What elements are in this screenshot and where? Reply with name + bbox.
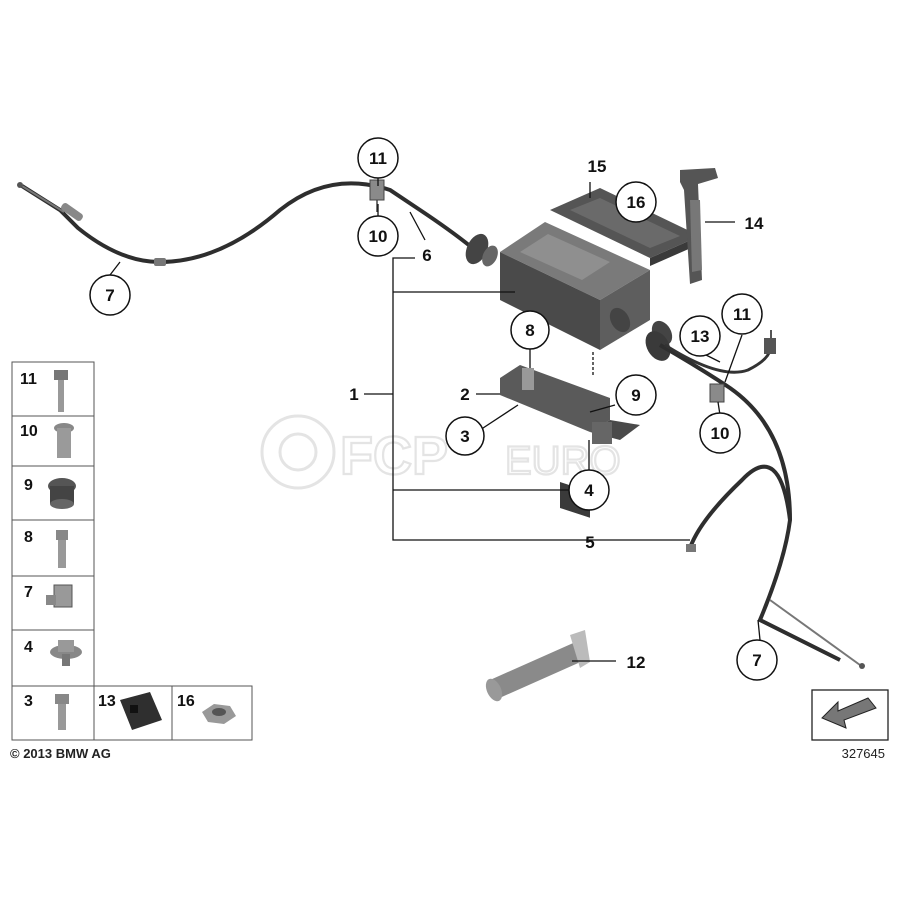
orientation-arrow-icon [811,689,889,741]
callout-6: 6 [422,246,431,265]
callout-11-right: 11 [721,293,763,335]
mounting-bracket [500,365,640,444]
bolt-icon [54,370,68,412]
legend-label-10: 10 [20,423,38,440]
legend-label-9: 9 [24,477,33,494]
grease-tube [485,630,590,702]
legend-label-13: 13 [98,693,116,710]
callout-10-left: 10 [357,215,399,257]
cable-grommet-left [465,233,498,267]
svg-text:10: 10 [711,424,730,443]
sleeve-icon [54,423,74,458]
cable-clip-left [369,179,385,212]
flange-nut-icon [50,640,82,666]
hex-nut-icon [202,704,236,724]
callout-12: 12 [627,653,646,672]
legend-label-3: 3 [24,693,33,710]
callout-16: 16 [615,181,657,223]
bracket-arm [680,168,718,284]
fastener-legend: 11 10 9 8 7 4 3 13 16 [11,361,253,741]
legend-label-11: 11 [20,371,37,388]
svg-text:16: 16 [627,193,646,212]
legend-label-8: 8 [24,529,33,546]
callout-7-right: 7 [736,639,778,681]
callout-2: 2 [460,385,469,404]
cable-clip-right [709,383,725,403]
callout-5: 5 [585,533,594,552]
callout-3: 3 [445,416,485,456]
legend-label-16: 16 [177,693,195,710]
svg-text:11: 11 [369,149,387,168]
callout-1: 1 [349,385,358,404]
callout-8: 8 [510,310,550,350]
svg-text:11: 11 [733,305,751,324]
diagram-number: 327645 [842,746,885,761]
connector-cable [664,330,776,374]
watermark-logo-icon [260,414,336,490]
legend-label-7: 7 [24,584,33,601]
svg-text:8: 8 [525,321,534,340]
stud-icon [56,530,68,568]
svg-text:7: 7 [752,651,761,670]
screw-icon [55,694,69,730]
svg-text:4: 4 [584,481,594,500]
callout-13: 13 [679,315,721,357]
svg-text:3: 3 [460,427,469,446]
callout-4: 4 [568,469,610,511]
watermark: FCP EURO [260,414,622,490]
copyright-text: © 2013 BMW AG [10,746,111,761]
rubber-block-icon [120,692,162,730]
left-brake-cable [17,181,472,266]
legend-label-4: 4 [24,639,33,656]
svg-text:9: 9 [631,386,640,405]
callout-10-right: 10 [699,412,741,454]
svg-text:7: 7 [105,286,114,305]
cable-clip-icon [46,584,73,608]
callout-15: 15 [588,157,607,176]
svg-text:13: 13 [691,327,710,346]
watermark-brand-main: FCP [340,426,448,486]
callout-14: 14 [745,214,764,233]
right-brake-cable [645,320,865,669]
callout-11-left: 11 [357,137,399,179]
svg-text:10: 10 [369,227,388,246]
leader-lines [109,178,761,662]
grommet-icon [48,478,76,509]
callout-9: 9 [615,374,657,416]
callout-7-left: 7 [89,274,131,316]
